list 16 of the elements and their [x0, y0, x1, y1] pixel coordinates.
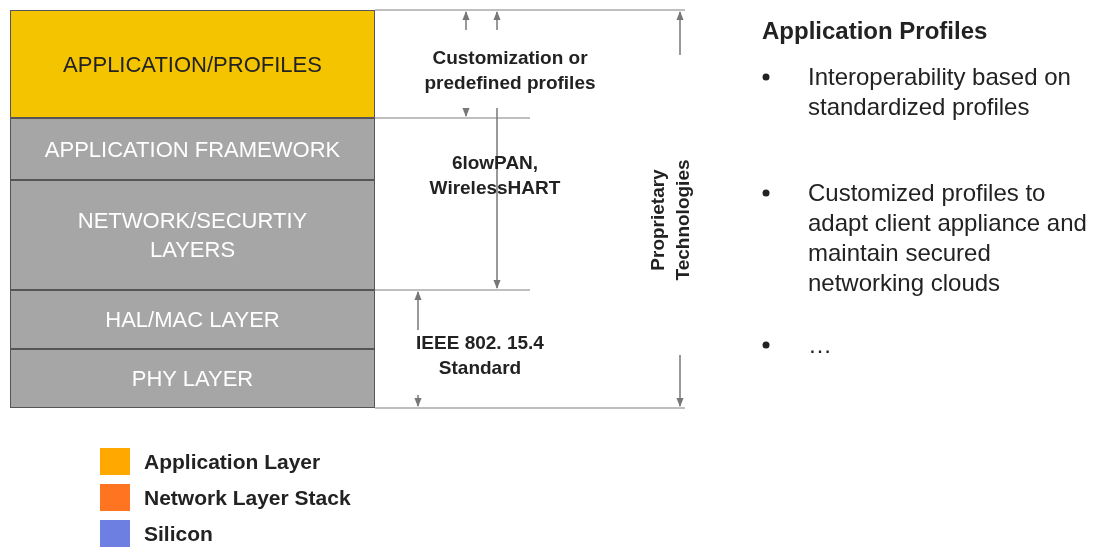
legend-label: Network Layer Stack [144, 485, 351, 510]
layer-box: PHY LAYER [10, 349, 375, 408]
section-heading: Application Profiles [762, 18, 989, 43]
annotation-text: Customization or predefined profiles [423, 46, 597, 95]
layer-box: HAL/MAC LAYER [10, 290, 375, 349]
layer-box: NETWORK/SECURTIY LAYERS [10, 180, 375, 290]
annotation-text: Proprietary Technologies [646, 158, 694, 283]
annotation-text: IEEE 802. 15.4 Standard [415, 331, 545, 380]
bullet-text: … [808, 330, 833, 360]
bullet-text: Customized profiles to adapt client appliance and maintain secured networking clouds [808, 178, 1088, 298]
annotation-text: 6lowPAN, WirelessHART [428, 151, 562, 200]
bullet-text: Interoperability based on standardized profiles [808, 62, 1072, 122]
legend-label: Silicon [144, 521, 213, 546]
layer-box: APPLICATION/PROFILES [10, 10, 375, 118]
legend-label: Application Layer [144, 449, 321, 474]
layer-box: APPLICATION FRAMEWORK [10, 118, 375, 180]
